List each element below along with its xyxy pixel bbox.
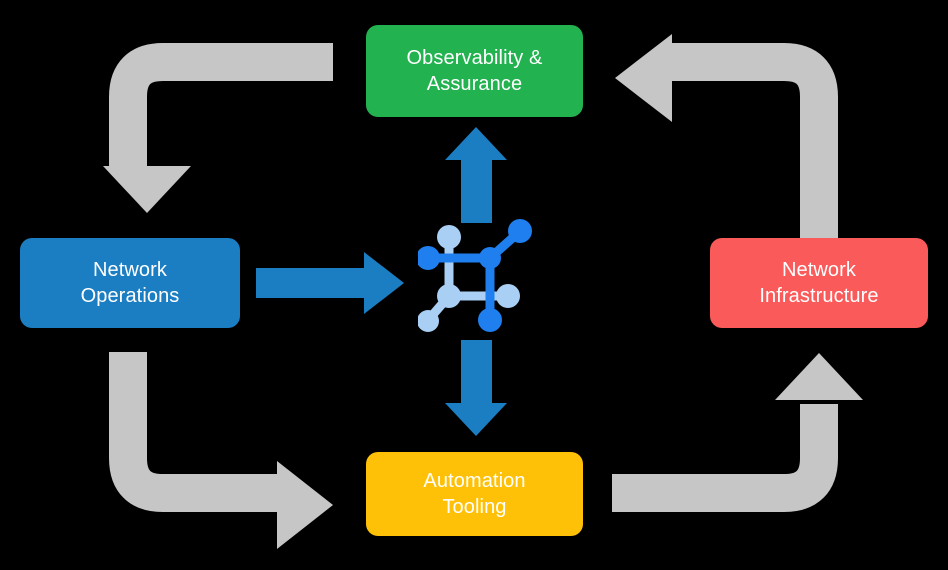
arrow-up-icon — [445, 127, 507, 223]
node-automation-tooling-label: Automation Tooling — [423, 469, 526, 518]
node-observability-assurance[interactable]: Observability & Assurance — [366, 25, 583, 117]
node-network-operations[interactable]: Network Operations — [20, 238, 240, 328]
elbow-arrow-right-icon — [109, 352, 333, 549]
network-topology-icon — [418, 219, 532, 332]
arrow-right-icon — [256, 252, 404, 314]
node-automation-tooling[interactable]: Automation Tooling — [366, 452, 583, 536]
node-network-operations-label: Network Operations — [80, 258, 180, 307]
node-network-infrastructure-label: Network Infrastructure — [759, 258, 879, 307]
elbow-arrow-left-icon — [615, 34, 838, 238]
arrow-down-icon — [445, 340, 507, 436]
node-network-infrastructure[interactable]: Network Infrastructure — [710, 238, 928, 328]
topology-nodes-dark — [418, 219, 532, 332]
elbow-arrow-down-icon — [103, 43, 333, 213]
topology-nodes-light — [418, 225, 520, 332]
elbow-arrow-up-icon — [612, 353, 863, 512]
node-observability-label: Observability & Assurance — [406, 46, 543, 95]
